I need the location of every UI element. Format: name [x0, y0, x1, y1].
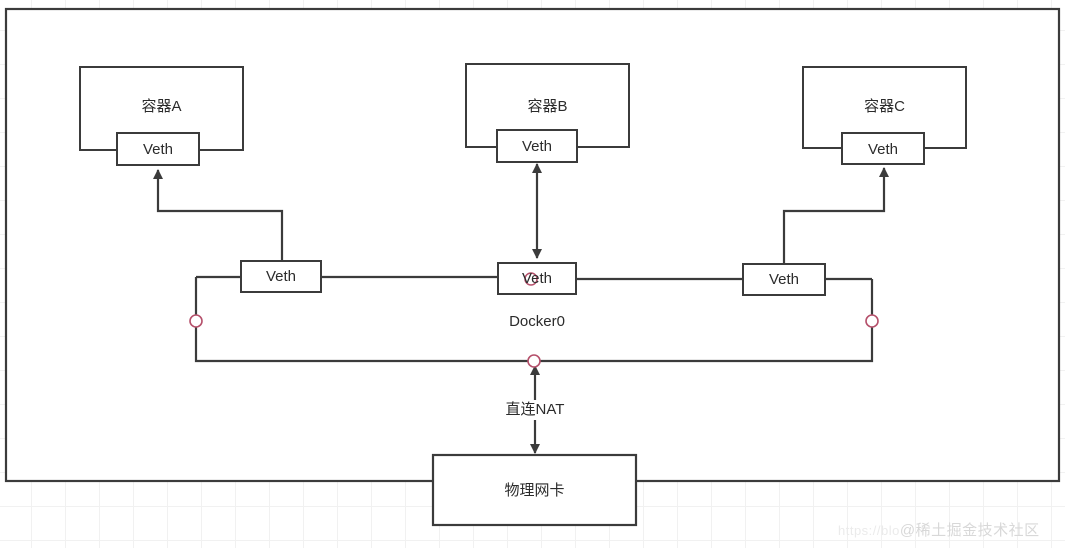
container-label-b: 容器B: [527, 98, 568, 115]
veth-box-bus-left: [240, 260, 322, 293]
endpoint-circle-left: [189, 314, 203, 328]
container-label-c: 容器C: [864, 98, 905, 115]
endpoint-circle-bus-middle: [524, 272, 538, 286]
veth-label-container-c: Veth: [867, 141, 899, 158]
watermark-url: https://blo: [838, 523, 900, 538]
link-c-to-bridge: [782, 167, 889, 264]
veth-box-container-c: [841, 132, 925, 165]
nat-label: 直连NAT: [505, 401, 565, 418]
veth-label-container-a: Veth: [142, 141, 174, 158]
endpoint-circle-nat: [527, 354, 541, 368]
bridge-loop-right: [533, 279, 874, 363]
physical-nic-label: 物理网卡: [504, 482, 565, 499]
watermark: https://blo@稀土掘金技术社区: [838, 519, 1040, 540]
bridge-loop-left: [194, 277, 533, 363]
endpoint-circle-right: [865, 314, 879, 328]
physical-nic-box: [431, 453, 638, 527]
veth-box-container-b: [496, 129, 578, 163]
veth-box-bus-right: [742, 263, 826, 296]
watermark-text: @稀土掘金技术社区: [899, 522, 1040, 539]
link-a-to-bridge: [153, 169, 284, 261]
veth-label-bus-left: Veth: [265, 268, 297, 285]
container-label-a: 容器A: [141, 98, 182, 115]
veth-label-bus-middle: Veth: [521, 270, 553, 287]
bridge-label: Docker0: [509, 313, 565, 330]
veth-box-container-a: [116, 132, 200, 166]
veth-box-bus-middle: [497, 262, 577, 295]
veth-label-container-b: Veth: [521, 138, 553, 155]
veth-label-bus-right: Veth: [768, 271, 800, 288]
